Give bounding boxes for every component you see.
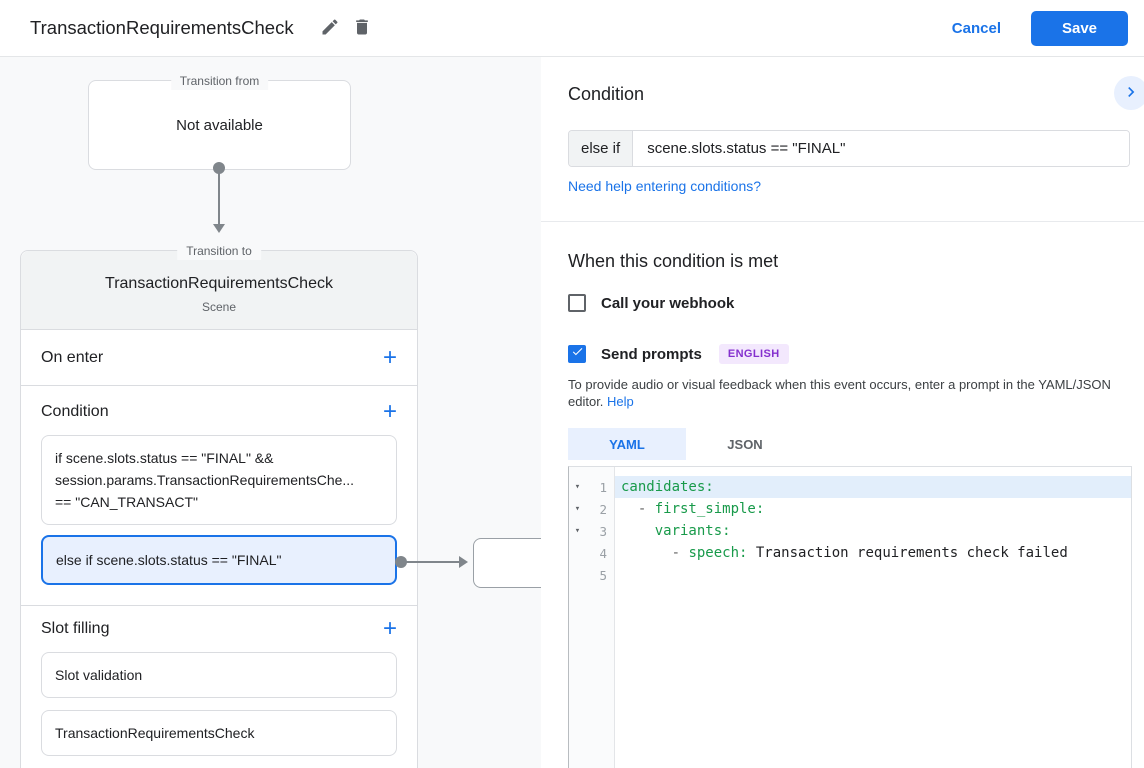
code-line[interactable]: variants: xyxy=(654,523,731,539)
transition-target-box xyxy=(473,538,541,588)
fold-arrow-icon[interactable]: ▾ xyxy=(574,482,581,492)
condition-input-group: else if xyxy=(568,130,1130,167)
condition-item-line: if scene.slots.status == "FINAL" && xyxy=(55,450,274,466)
scene-card-title: TransactionRequirementsCheck xyxy=(105,274,333,292)
trash-icon xyxy=(352,17,372,40)
collapse-panel-button[interactable] xyxy=(1114,76,1144,110)
code-line[interactable]: - speech: Transaction requirements check… xyxy=(621,545,1068,561)
arrowhead-down-icon xyxy=(213,224,225,233)
line-number: 1 xyxy=(599,479,607,495)
webhook-checkbox[interactable] xyxy=(568,294,586,312)
prompts-help-link[interactable]: Help xyxy=(607,394,634,409)
add-slot-button[interactable]: + xyxy=(382,615,397,642)
connector-line xyxy=(406,561,460,563)
edit-scene-button[interactable] xyxy=(314,11,346,46)
code-line[interactable]: - first_simple: xyxy=(621,501,765,517)
page-title: TransactionRequirementsCheck xyxy=(30,17,294,38)
scene-card: Transition to TransactionRequirementsChe… xyxy=(20,242,418,768)
scene-card-header: TransactionRequirementsCheck Scene xyxy=(21,251,417,330)
slot-filling-label: Slot filling xyxy=(41,620,110,637)
scene-card-subtitle: Scene xyxy=(201,299,237,314)
add-condition-button[interactable]: + xyxy=(382,398,397,425)
webhook-checkbox-row[interactable]: Call your webhook xyxy=(568,294,734,312)
slot-filling-section: Slot filling + Slot validation Transacti… xyxy=(21,606,417,768)
save-button[interactable]: Save xyxy=(1031,10,1128,46)
line-number: 2 xyxy=(599,501,607,517)
condition-item-line: else if scene.slots.status == "FINAL" xyxy=(56,552,282,568)
send-prompts-label: Send prompts xyxy=(601,345,702,363)
chevron-right-icon xyxy=(1121,82,1141,105)
editor-code-area[interactable]: candidates: - first_simple: variants: - … xyxy=(615,467,1131,768)
line-number: 4 xyxy=(599,545,607,561)
send-prompts-checkbox-row[interactable]: Send prompts ENGLISH xyxy=(568,344,789,364)
top-bar: TransactionRequirementsCheck Cancel Save xyxy=(0,0,1144,57)
pencil-icon xyxy=(320,17,340,40)
send-prompts-checkbox[interactable] xyxy=(568,345,586,363)
code-line[interactable] xyxy=(615,564,1131,586)
connector-line xyxy=(218,173,220,225)
condition-item[interactable]: if scene.slots.status == "FINAL" && sess… xyxy=(41,435,397,525)
fold-arrow-icon[interactable]: ▾ xyxy=(574,504,581,514)
condition-item-line: == "CAN_TRANSACT" xyxy=(55,494,198,510)
conditions-help-link[interactable]: Need help entering conditions? xyxy=(568,178,762,194)
condition-label: Condition xyxy=(41,403,109,420)
editor-format-tabs: YAML JSON xyxy=(568,428,804,460)
cancel-button[interactable]: Cancel xyxy=(951,19,1001,37)
condition-item-selected[interactable]: else if scene.slots.status == "FINAL" xyxy=(41,535,397,585)
when-condition-met-title: When this condition is met xyxy=(568,251,779,271)
code-editor[interactable]: ▾ 1 ▾ 2 ▾ 3 4 5 candidates: - first_simple:… xyxy=(568,466,1132,768)
slot-item[interactable]: TransactionRequirementsCheck xyxy=(41,710,397,756)
delete-scene-button[interactable] xyxy=(346,11,378,46)
condition-item-line: session.params.TransactionRequirementsCh… xyxy=(55,472,355,488)
panel-title: Condition xyxy=(568,84,645,104)
tab-json[interactable]: JSON xyxy=(686,428,804,460)
flow-canvas: Transition from Not available Transition… xyxy=(0,57,541,768)
transition-from-box: Transition from Not available xyxy=(88,72,351,170)
transition-to-label: Transition to xyxy=(177,242,261,260)
code-line-active[interactable]: candidates: xyxy=(615,476,1131,498)
webhook-label: Call your webhook xyxy=(601,294,735,312)
panel-divider xyxy=(541,221,1144,222)
condition-section: Condition + if scene.slots.status == "FI… xyxy=(21,386,417,606)
condition-prefix-label: else if xyxy=(569,131,634,166)
prompts-description: To provide audio or visual feedback when… xyxy=(568,376,1143,410)
fold-arrow-icon[interactable]: ▾ xyxy=(574,526,581,536)
editor-gutter: ▾ 1 ▾ 2 ▾ 3 4 5 xyxy=(569,467,615,768)
slot-item[interactable]: Slot validation xyxy=(41,652,397,698)
line-number: 3 xyxy=(599,523,607,539)
line-number: 5 xyxy=(599,567,607,583)
condition-input[interactable] xyxy=(633,131,1129,166)
connector-dot xyxy=(395,556,407,568)
language-badge: ENGLISH xyxy=(718,344,789,364)
on-enter-label: On enter xyxy=(41,348,104,366)
add-on-enter-button[interactable]: + xyxy=(382,343,397,371)
prompts-description-text: To provide audio or visual feedback when… xyxy=(568,377,1111,409)
tab-yaml[interactable]: YAML xyxy=(568,428,686,460)
on-enter-row[interactable]: On enter + xyxy=(21,330,417,386)
transition-from-content: Not available xyxy=(176,116,263,134)
transition-from-label: Transition from xyxy=(170,72,269,90)
connector-dot xyxy=(213,162,225,174)
checkmark-icon xyxy=(571,345,584,363)
arrowhead-right-icon xyxy=(459,556,468,568)
side-panel: Condition else if Need help entering con… xyxy=(541,57,1144,768)
